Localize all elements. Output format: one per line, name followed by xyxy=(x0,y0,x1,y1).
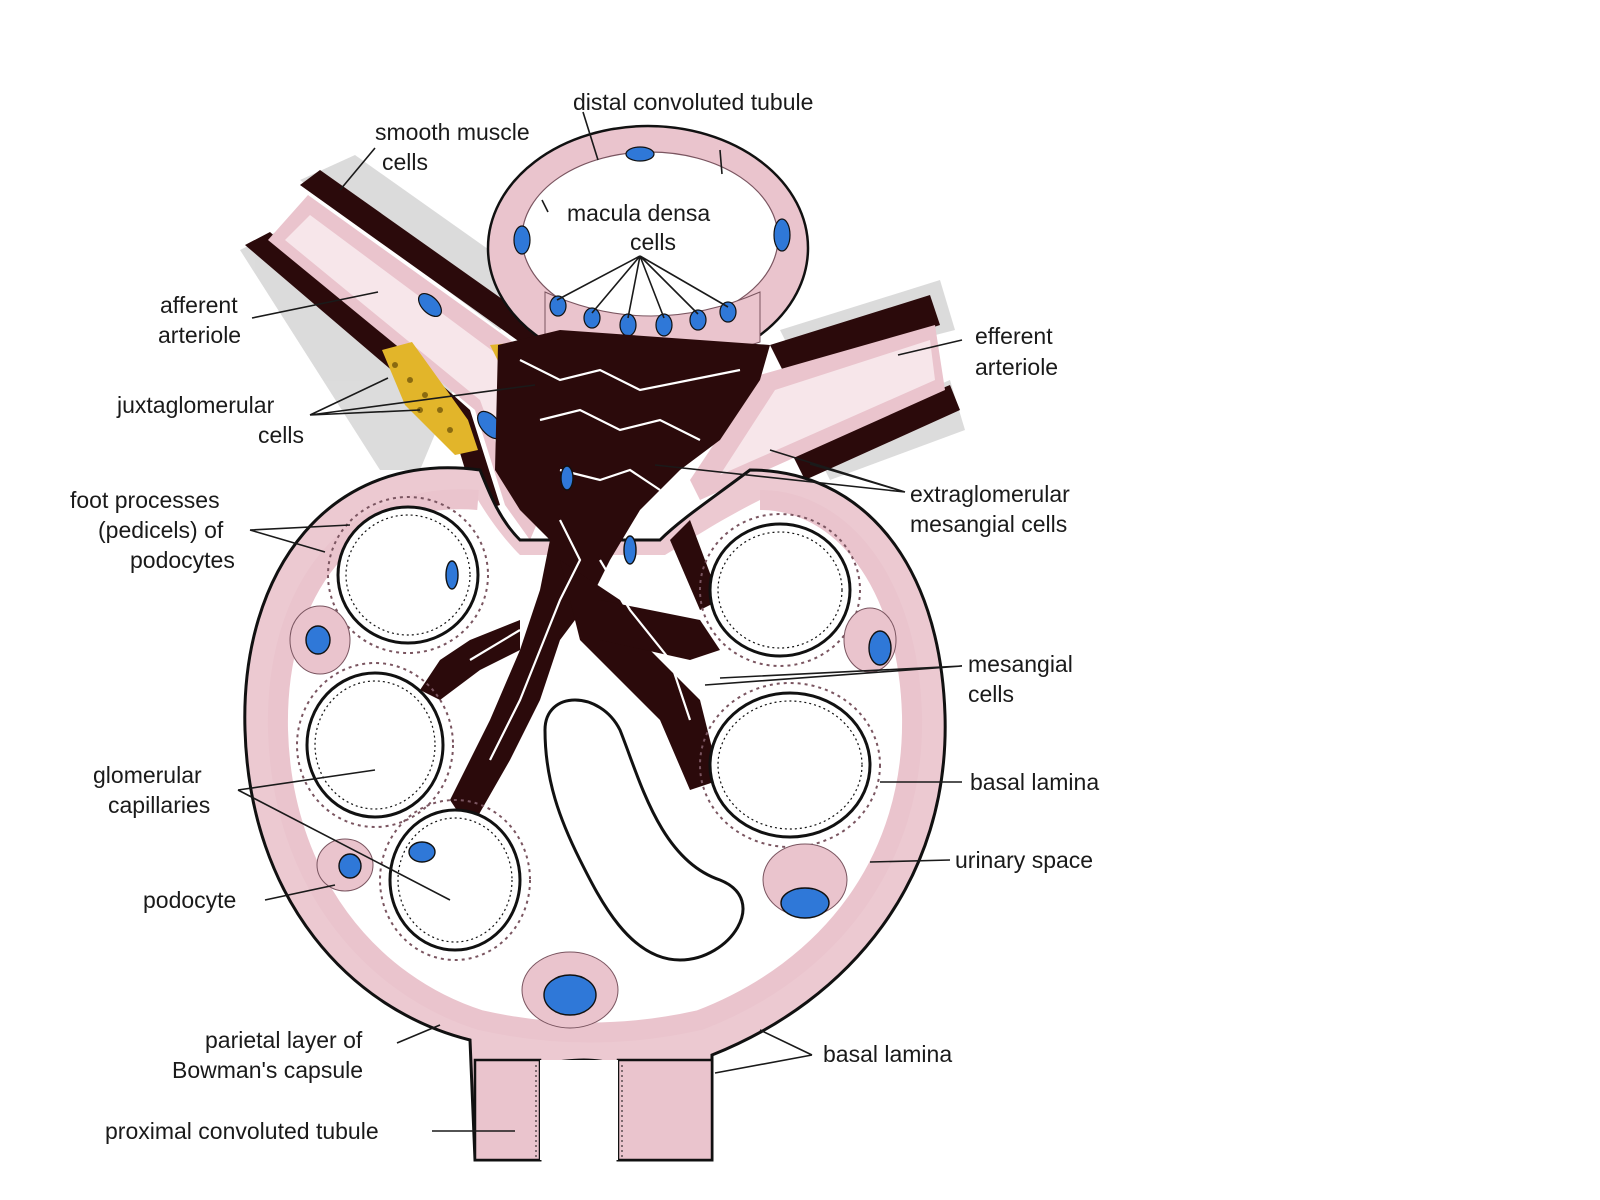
label-glomerular-capillaries-line2: capillaries xyxy=(108,792,210,818)
label-smooth-muscle-cells: smooth muscle xyxy=(375,119,530,145)
mesangial-cracks xyxy=(469,359,741,761)
glomerular-capillaries xyxy=(305,505,872,962)
label-mesangial-cells: mesangial xyxy=(968,651,1073,677)
nuclei xyxy=(305,465,892,1016)
label-extraglomerular-mesangial-cells: extraglomerular xyxy=(910,481,1070,507)
label-smooth-muscle-cells-line2: cells xyxy=(382,149,428,175)
label-afferent-arteriole-line2: arteriole xyxy=(158,322,241,348)
label-basal-lamina-right: basal lamina xyxy=(970,769,1099,795)
label-proximal-convoluted-tubule: proximal convoluted tubule xyxy=(105,1118,379,1144)
label-foot-processes: foot processes xyxy=(70,487,220,513)
label-juxtaglomerular-cells-line2: cells xyxy=(258,422,304,448)
leader-lines xyxy=(237,111,963,1132)
label-juxtaglomerular-cells: juxtaglomerular xyxy=(116,392,275,418)
label-glomerular-capillaries: glomerular xyxy=(93,762,202,788)
label-afferent-arteriole: afferent xyxy=(160,292,238,318)
label-efferent-arteriole: efferent xyxy=(975,323,1053,349)
label-extraglomerular-mesangial-cells-line2: mesangial cells xyxy=(910,511,1067,537)
label-podocyte: podocyte xyxy=(143,887,236,913)
label-foot-processes-line3: podocytes xyxy=(130,547,235,573)
proximal-convoluted-tubule xyxy=(473,1058,714,1162)
labels: distal convoluted tubule smooth muscle c… xyxy=(70,89,1099,1144)
label-basal-lamina-bottom: basal lamina xyxy=(823,1041,952,1067)
efferent-arteriole xyxy=(690,295,960,500)
label-foot-processes-line2: (pedicels) of xyxy=(98,517,224,543)
label-macula-densa-cells: macula densa xyxy=(567,200,710,226)
capillary-endothelium xyxy=(314,514,863,943)
label-distal-convoluted-tubule: distal convoluted tubule xyxy=(573,89,813,115)
label-mesangial-cells-line2: cells xyxy=(968,681,1014,707)
label-macula-densa-cells-line2: cells xyxy=(630,229,676,255)
label-urinary-space: urinary space xyxy=(955,847,1093,873)
label-parietal-layer-line2: Bowman's capsule xyxy=(172,1057,363,1083)
label-efferent-arteriole-line2: arteriole xyxy=(975,354,1058,380)
label-parietal-layer: parietal layer of xyxy=(205,1027,363,1053)
